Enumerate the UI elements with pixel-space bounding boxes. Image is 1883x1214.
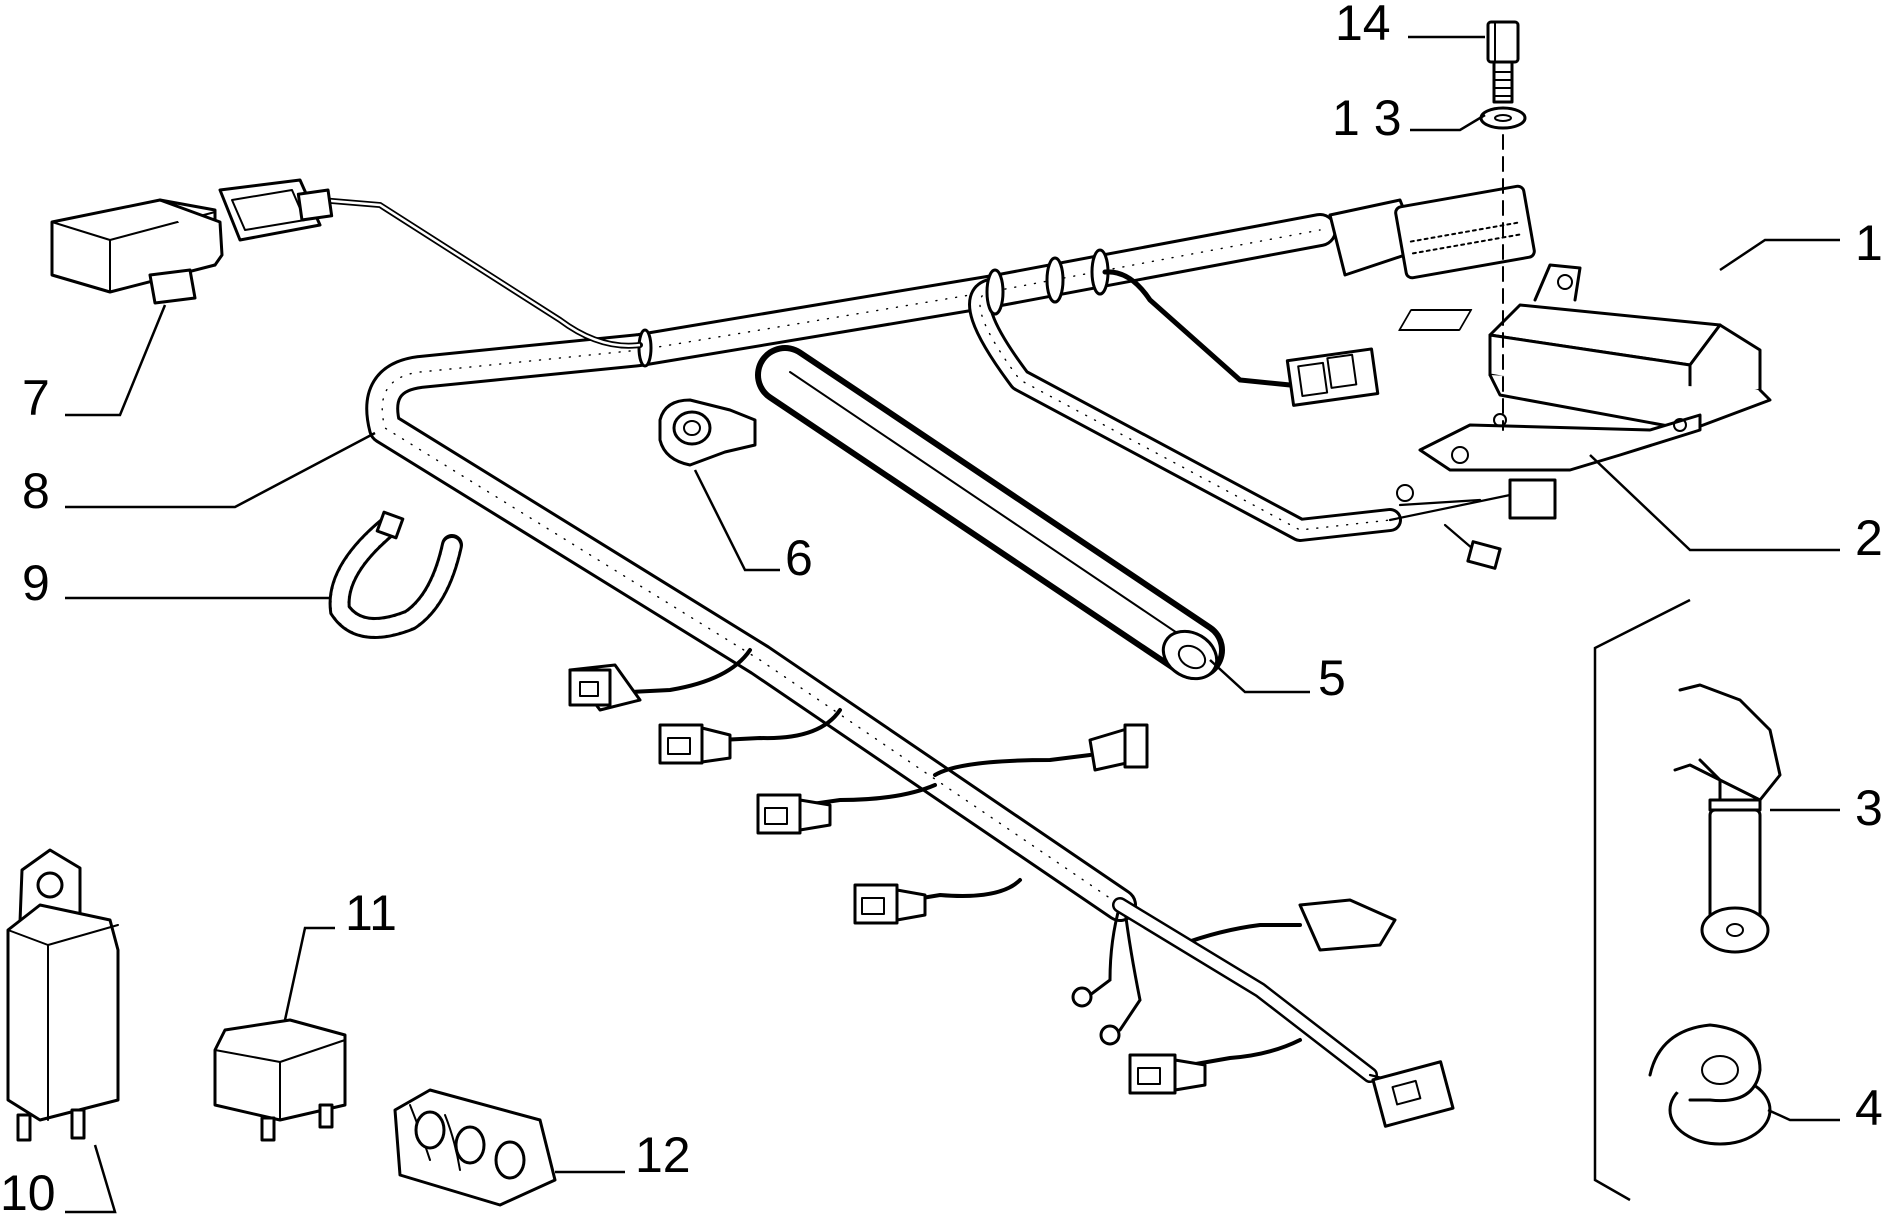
- relay-11: [213, 1018, 347, 1142]
- relay-10: [6, 848, 120, 1142]
- clip-3: [1673, 683, 1782, 954]
- small-connector-near-2: [1388, 478, 1557, 570]
- callout-8: 8: [22, 463, 50, 519]
- callout-2: 2: [1855, 510, 1883, 566]
- bolt-14: [1486, 20, 1520, 104]
- multi-clip-12: [393, 1088, 557, 1207]
- callout-5: 5: [1318, 650, 1346, 706]
- branch-connectors: [568, 648, 1455, 1128]
- callout-12: 12: [635, 1127, 691, 1183]
- callout-4: 4: [1855, 1080, 1883, 1136]
- callout-11: 11: [345, 885, 397, 941]
- harness-trunk: [365, 213, 1402, 922]
- callout-10: 10: [0, 1165, 56, 1214]
- control-module-1: [1398, 263, 1772, 432]
- leader-lines: [65, 35, 1840, 1214]
- clip-4: [1648, 1023, 1772, 1146]
- cable-tie-9: [328, 510, 463, 639]
- callout-3: 3: [1855, 780, 1883, 836]
- callout-7: 7: [22, 370, 50, 426]
- main-multipin-connector: [1328, 184, 1536, 280]
- connector-7: [218, 178, 334, 242]
- callout-6: 6: [785, 530, 813, 586]
- callout-9: 9: [22, 555, 50, 611]
- protective-tube-5: [755, 345, 1225, 681]
- callout-1: 1: [1855, 215, 1883, 271]
- grommet-clip-6: [658, 398, 757, 467]
- branch-connector-top: [1102, 269, 1380, 407]
- washer-13: [1479, 106, 1527, 130]
- control-unit-7: [50, 198, 224, 305]
- group-separator-line: [1593, 598, 1691, 1202]
- bracket-2: [1418, 413, 1702, 472]
- callout-14: 14: [1335, 0, 1391, 51]
- callout-13: 1 3: [1332, 90, 1402, 146]
